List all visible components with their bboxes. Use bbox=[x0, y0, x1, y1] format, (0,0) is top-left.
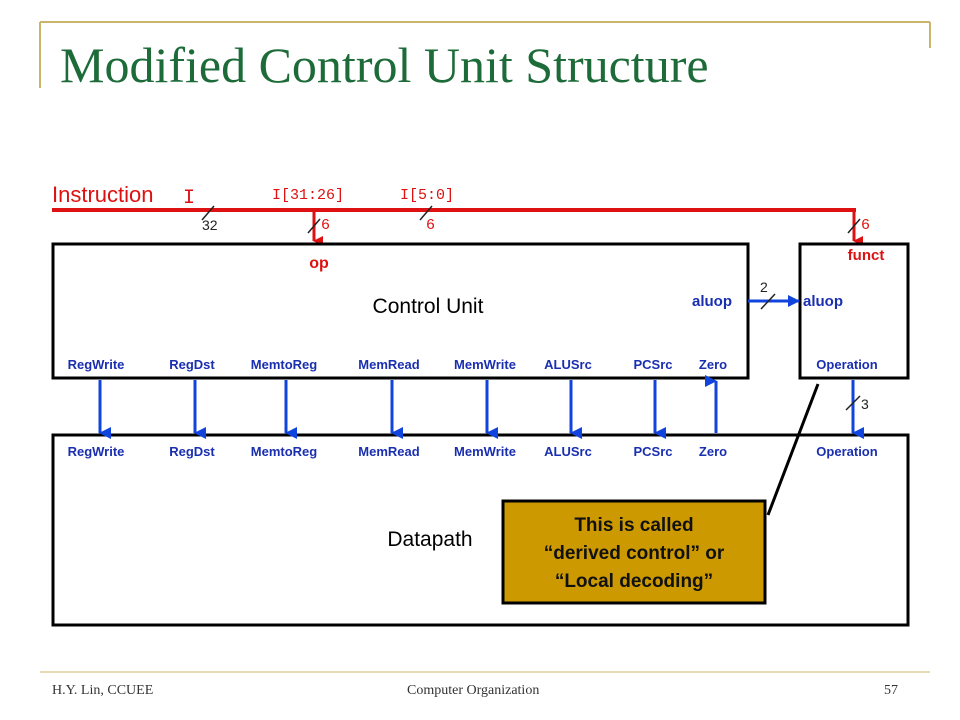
footer-author: H.Y. Lin, CCUEE bbox=[52, 683, 154, 698]
control-unit-box bbox=[51, 242, 750, 380]
aluop-in-label: aluop bbox=[803, 293, 843, 310]
cu-signal-memwrite: MemWrite bbox=[454, 357, 516, 372]
operation-out-label: Operation bbox=[816, 357, 877, 372]
callout-line-3: “Local decoding” bbox=[555, 571, 713, 592]
cu-signal-memread: MemRead bbox=[358, 357, 419, 372]
alu-control-box bbox=[798, 242, 910, 380]
operation-in-label: Operation bbox=[816, 444, 877, 459]
cu-signal-zero: Zero bbox=[699, 357, 727, 372]
dp-signal-pcsrc: PCSrc bbox=[633, 444, 672, 459]
dp-signal-alusrc: ALUSrc bbox=[544, 444, 592, 459]
cu-signal-alusrc: ALUSrc bbox=[544, 357, 592, 372]
callout-line-2: “derived control” or bbox=[544, 543, 725, 564]
datapath-box bbox=[51, 433, 910, 627]
bus-width-tick bbox=[201, 205, 215, 221]
control-unit-label: Control Unit bbox=[373, 295, 484, 318]
control-signals: RegWriteRegWriteRegDstRegDstMemtoRegMemt… bbox=[68, 357, 728, 459]
dp-signal-regdst: RegDst bbox=[169, 444, 215, 459]
cu-signal-regwrite: RegWrite bbox=[68, 357, 125, 372]
funct-width-label: 6 bbox=[861, 217, 870, 234]
funct-mid-tick bbox=[419, 205, 433, 221]
aluop-width-label: 2 bbox=[760, 279, 768, 295]
op-field-label: I[31:26] bbox=[272, 187, 344, 204]
bus-width-label: 32 bbox=[202, 217, 218, 233]
instruction-label: Instruction bbox=[52, 182, 154, 207]
callout-box bbox=[501, 499, 767, 605]
dp-signal-zero: Zero bbox=[699, 444, 727, 459]
funct-label: funct bbox=[848, 247, 885, 264]
operation-width-label: 3 bbox=[861, 396, 869, 412]
slide-title: Modified Control Unit Structure bbox=[60, 37, 709, 93]
funct-field-label: I[5:0] bbox=[400, 187, 454, 204]
cu-signal-pcsrc: PCSrc bbox=[633, 357, 672, 372]
funct-mid-width-label: 6 bbox=[426, 217, 435, 234]
callout-line-1: This is called bbox=[574, 515, 693, 536]
op-width-label: 6 bbox=[321, 217, 330, 234]
dp-signal-memtoreg: MemtoReg bbox=[251, 444, 318, 459]
footer-course: Computer Organization bbox=[407, 683, 540, 698]
callout-pointer-line bbox=[766, 383, 820, 516]
datapath-label: Datapath bbox=[387, 528, 472, 551]
funct-width-tick bbox=[847, 218, 861, 234]
cu-signal-regdst: RegDst bbox=[169, 357, 215, 372]
aluop-out-label: aluop bbox=[692, 293, 732, 310]
operation-width-tick bbox=[845, 395, 861, 411]
footer-page-number: 57 bbox=[884, 683, 898, 698]
op-width-tick bbox=[307, 218, 321, 234]
aluop-width-tick bbox=[760, 293, 776, 310]
dp-signal-regwrite: RegWrite bbox=[68, 444, 125, 459]
op-label: op bbox=[309, 255, 329, 272]
dp-signal-memread: MemRead bbox=[358, 444, 419, 459]
cu-signal-memtoreg: MemtoReg bbox=[251, 357, 318, 372]
instruction-var: I bbox=[183, 187, 195, 210]
dp-signal-memwrite: MemWrite bbox=[454, 444, 516, 459]
